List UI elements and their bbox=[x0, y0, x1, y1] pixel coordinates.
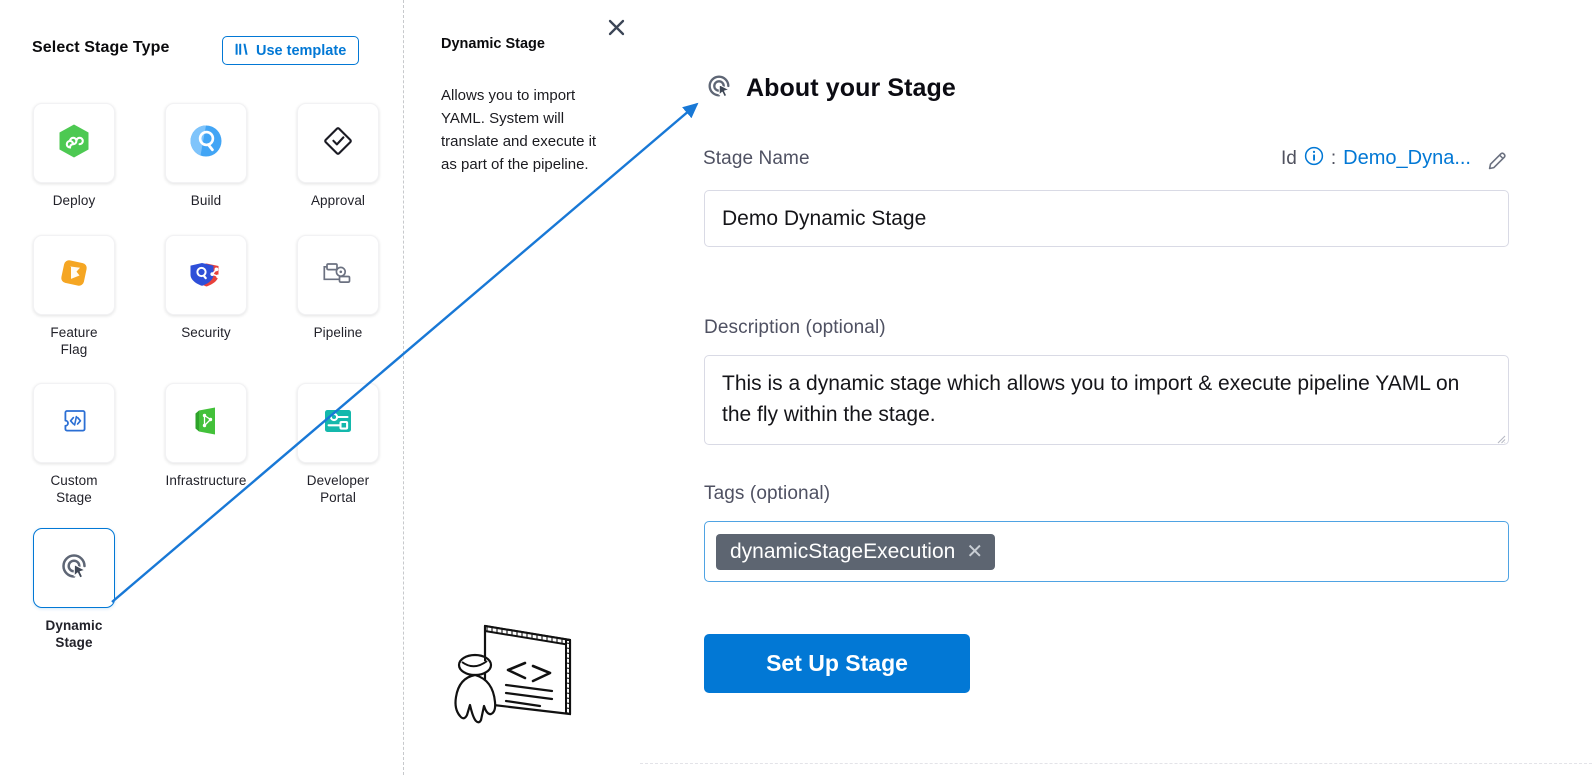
pipeline-nodes-icon bbox=[321, 257, 355, 294]
description-textarea[interactable] bbox=[704, 355, 1509, 445]
stage-tile-infrastructure[interactable]: Infrastructure bbox=[165, 383, 247, 506]
feature-flag-label-line1: Feature bbox=[50, 325, 98, 340]
stage-tile-build-label: Build bbox=[190, 193, 222, 208]
description-label: Description (optional) bbox=[704, 317, 886, 338]
stage-tile-pipeline-box[interactable] bbox=[297, 235, 379, 315]
stage-tile-deploy[interactable]: Deploy bbox=[33, 103, 115, 209]
stage-type-tile-grid: Deploy Build bbox=[33, 103, 383, 659]
feature-flag-label-line2: Flag bbox=[60, 342, 88, 357]
stage-tile-build-box[interactable] bbox=[165, 103, 247, 183]
stage-tile-custom-stage-label: Custom Stage bbox=[50, 472, 97, 506]
approval-diamond-check-icon bbox=[321, 124, 355, 163]
stage-tile-custom-stage[interactable]: Custom Stage bbox=[33, 383, 115, 506]
stage-tile-dynamic-stage-label: Dynamic Stage bbox=[46, 617, 103, 651]
stage-name-input[interactable] bbox=[704, 190, 1509, 247]
stage-name-row: Stage Name Id : Demo_Dyna... bbox=[703, 146, 1509, 171]
dynamic-stage-target-cursor-icon bbox=[703, 70, 735, 107]
infrastructure-icon bbox=[191, 405, 221, 442]
left-panel-header: Select Stage Type Use template bbox=[32, 36, 372, 66]
stage-tile-developer-portal-box[interactable] bbox=[297, 383, 379, 463]
tags-label: Tags (optional) bbox=[704, 483, 831, 504]
stage-tile-build[interactable]: Build bbox=[165, 103, 247, 209]
tags-input[interactable]: dynamicStageExecution ✕ bbox=[704, 521, 1509, 582]
security-shields-icon bbox=[188, 256, 224, 295]
stage-id-value[interactable]: Demo_Dyna... bbox=[1343, 147, 1471, 169]
dynamic-stage-label-line2: Stage bbox=[55, 635, 93, 650]
stage-tile-security-label: Security bbox=[181, 325, 231, 340]
page-title: Select Stage Type bbox=[32, 39, 170, 56]
tag-chip[interactable]: dynamicStageExecution ✕ bbox=[716, 533, 996, 570]
stage-info-panel: Dynamic Stage Allows you to import YAML.… bbox=[404, 0, 634, 775]
stage-tile-infrastructure-box[interactable] bbox=[165, 383, 247, 463]
stage-id-group: Id : Demo_Dyna... bbox=[1281, 146, 1509, 171]
close-icon[interactable] bbox=[604, 15, 628, 39]
info-circle-icon[interactable] bbox=[1304, 146, 1324, 171]
stage-tile-feature-flag[interactable]: Feature Flag bbox=[33, 235, 115, 358]
custom-stage-label-line2: Stage bbox=[56, 490, 92, 505]
tile-row: Custom Stage bbox=[33, 383, 383, 506]
developer-portal-label-line1: Developer bbox=[306, 473, 370, 488]
dynamic-stage-target-cursor-icon bbox=[56, 548, 92, 589]
tile-row: Dynamic Stage bbox=[33, 528, 383, 651]
stage-tile-dynamic-stage-box[interactable] bbox=[33, 528, 115, 608]
stage-tile-dynamic-stage[interactable]: Dynamic Stage bbox=[33, 528, 115, 651]
stage-tile-approval-label: Approval bbox=[310, 193, 366, 208]
chip-remove-icon[interactable]: ✕ bbox=[966, 540, 984, 563]
template-bars-icon bbox=[235, 43, 250, 58]
stage-tile-approval-box[interactable] bbox=[297, 103, 379, 183]
person-presenting-code-board-illustration bbox=[440, 614, 600, 729]
stage-tile-security-box[interactable] bbox=[165, 235, 247, 315]
stage-name-label: Stage Name bbox=[703, 147, 810, 169]
feature-flag-icon bbox=[57, 256, 91, 295]
stage-tile-feature-flag-label: Feature Flag bbox=[50, 324, 97, 358]
deploy-hexagon-infinity-icon bbox=[57, 123, 91, 164]
bottom-divider bbox=[640, 763, 1592, 764]
set-up-stage-button[interactable]: Set Up Stage bbox=[704, 634, 970, 693]
custom-stage-label-line1: Custom bbox=[50, 473, 98, 488]
build-magnifier-icon bbox=[189, 124, 223, 163]
stage-tile-security[interactable]: Security bbox=[165, 235, 247, 358]
stage-tile-custom-stage-box[interactable] bbox=[33, 383, 115, 463]
pencil-icon[interactable] bbox=[1487, 148, 1509, 170]
stage-tile-approval[interactable]: Approval bbox=[297, 103, 379, 209]
about-your-stage-header: About your Stage bbox=[703, 70, 956, 107]
stage-tile-developer-portal[interactable]: Developer Portal bbox=[297, 383, 379, 506]
stage-info-description: Allows you to import YAML. System will t… bbox=[441, 87, 597, 173]
about-your-stage-title: About your Stage bbox=[746, 74, 956, 102]
use-template-label: Use template bbox=[256, 42, 347, 59]
about-your-stage-form: About your Stage Stage Name Id : Demo_Dy… bbox=[634, 0, 1592, 775]
tile-row: Deploy Build bbox=[33, 103, 383, 209]
custom-stage-code-icon bbox=[58, 405, 90, 442]
tag-chip-label: dynamicStageExecution bbox=[730, 539, 956, 563]
developer-portal-icon bbox=[322, 406, 354, 441]
select-stage-type-panel: Select Stage Type Use template bbox=[0, 0, 403, 775]
stage-tile-infrastructure-label: Infrastructure bbox=[165, 473, 247, 488]
use-template-button[interactable]: Use template bbox=[222, 36, 360, 65]
stage-tile-developer-portal-label: Developer Portal bbox=[307, 472, 369, 506]
dynamic-stage-label-line1: Dynamic bbox=[45, 618, 103, 633]
stage-tile-pipeline[interactable]: Pipeline bbox=[297, 235, 379, 358]
stage-id-label: Id bbox=[1281, 147, 1297, 169]
stage-tile-feature-flag-box[interactable] bbox=[33, 235, 115, 315]
stage-tile-deploy-box[interactable] bbox=[33, 103, 115, 183]
description-field-wrap bbox=[704, 355, 1509, 445]
stage-tile-deploy-label: Deploy bbox=[52, 193, 96, 208]
developer-portal-label-line2: Portal bbox=[320, 490, 356, 505]
stage-info-title: Dynamic Stage bbox=[441, 36, 545, 52]
tile-row: Feature Flag bbox=[33, 235, 383, 358]
stage-tile-pipeline-label: Pipeline bbox=[313, 325, 363, 340]
stage-id-separator: : bbox=[1330, 147, 1337, 169]
